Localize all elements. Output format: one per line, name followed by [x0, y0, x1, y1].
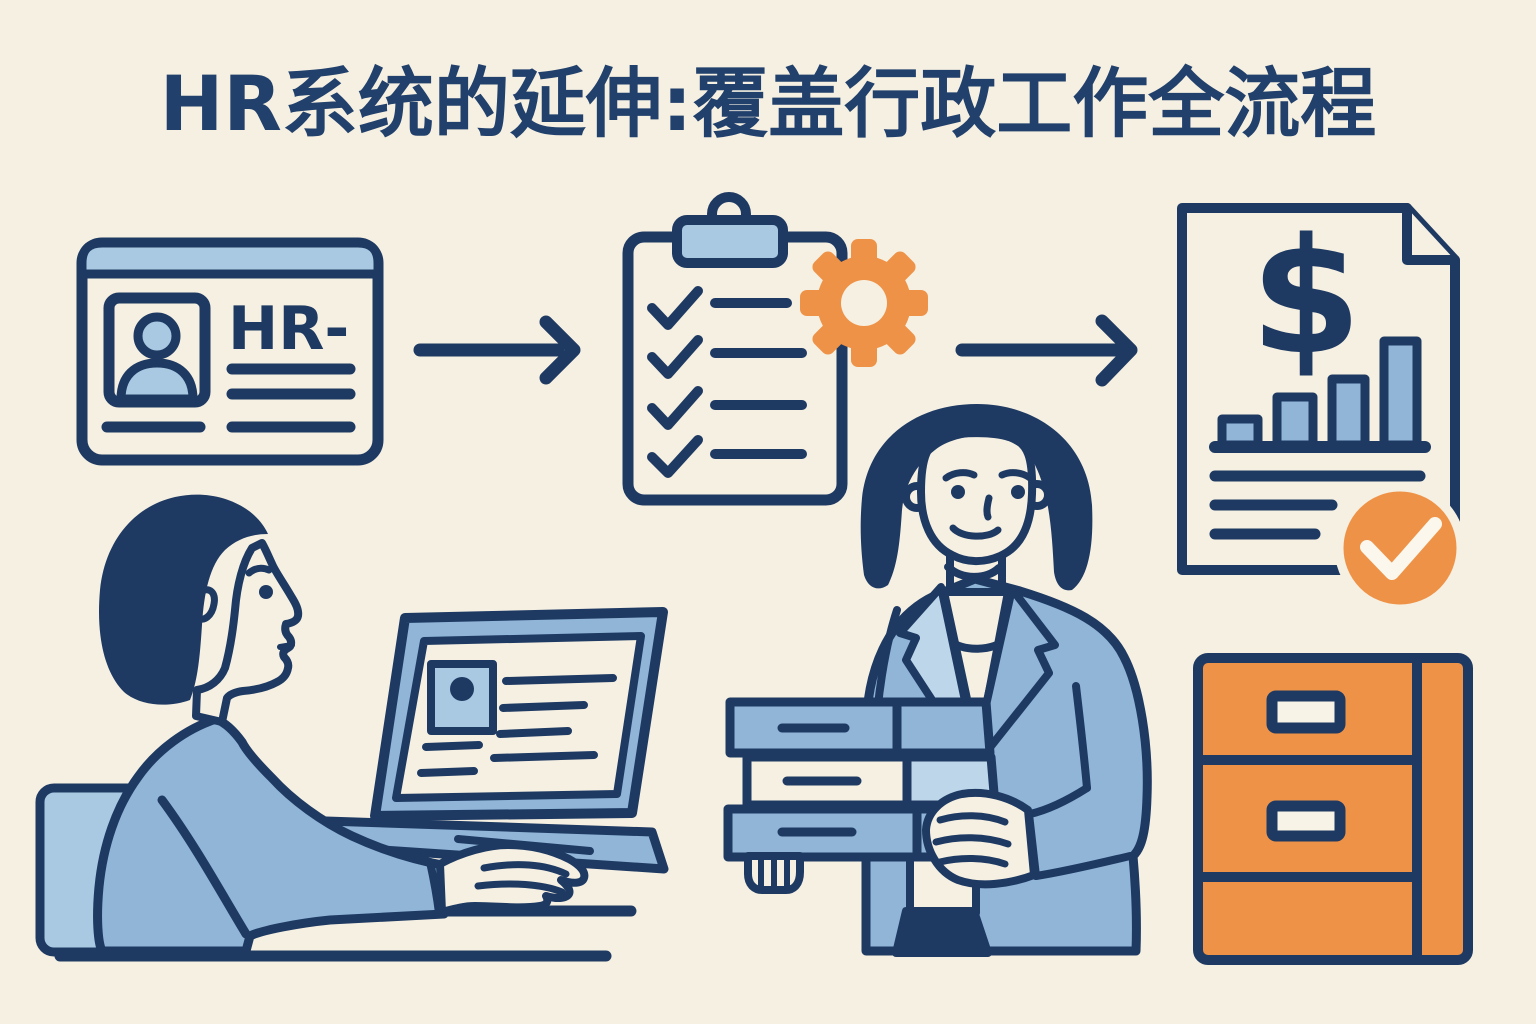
financial-report-icon: $ — [1177, 203, 1466, 614]
woman2-left-hand — [744, 852, 804, 894]
check-circle-icon — [1334, 482, 1466, 614]
id-card-icon: HR- — [76, 237, 384, 466]
scene-hr-specialist-at-laptop — [35, 494, 669, 962]
box-top — [725, 697, 995, 758]
report-page-fold — [1402, 203, 1460, 265]
woman1-finger-lines — [474, 861, 570, 896]
page-title: HR系统的延伸:覆盖行政工作全流程 — [159, 59, 1377, 148]
arrow-right-icon — [413, 315, 581, 385]
woman2-hair — [860, 404, 1093, 591]
woman1-hair — [99, 494, 268, 705]
woman1-face — [192, 539, 303, 726]
box-stack — [723, 697, 1002, 862]
arrow-right-icon — [955, 314, 1138, 387]
id-card-text-lines — [101, 363, 356, 433]
screen-photo-dot — [450, 677, 474, 701]
woman2-face-features — [942, 469, 1034, 540]
id-card-label: HR- — [228, 294, 349, 364]
woman2-right-hand — [922, 788, 1038, 889]
clipboard-clip — [672, 215, 788, 268]
scene-admin-staff-carrying-boxes — [723, 404, 1152, 957]
woman1-hand — [436, 841, 589, 916]
laptop — [321, 607, 669, 874]
file-cabinet-icon — [1193, 653, 1473, 965]
woman1-face-features — [193, 564, 295, 650]
screen-text-lines — [417, 674, 617, 777]
dollar-sign: $ — [1250, 203, 1361, 390]
clipboard-checklist-icon — [622, 192, 848, 506]
woman2-chin-line — [944, 563, 1003, 581]
report-bar-chart — [1209, 336, 1431, 453]
id-photo-shoulders — [116, 358, 198, 404]
woman1-body — [93, 714, 452, 956]
id-photo-head — [133, 312, 181, 360]
woman1-arm-seam — [157, 795, 251, 939]
report-text-lines — [1209, 470, 1426, 540]
id-card-header — [77, 238, 383, 279]
gear-hole — [841, 280, 887, 326]
checklist-checkmarks — [647, 286, 703, 478]
cabinet-handle-2 — [1266, 800, 1346, 842]
gear-icon — [800, 239, 928, 367]
woman2-skirt — [892, 907, 992, 957]
profile-card-on-screen — [417, 660, 617, 777]
checklist-lines — [710, 298, 807, 459]
cabinet-handle-1 — [1266, 690, 1346, 734]
